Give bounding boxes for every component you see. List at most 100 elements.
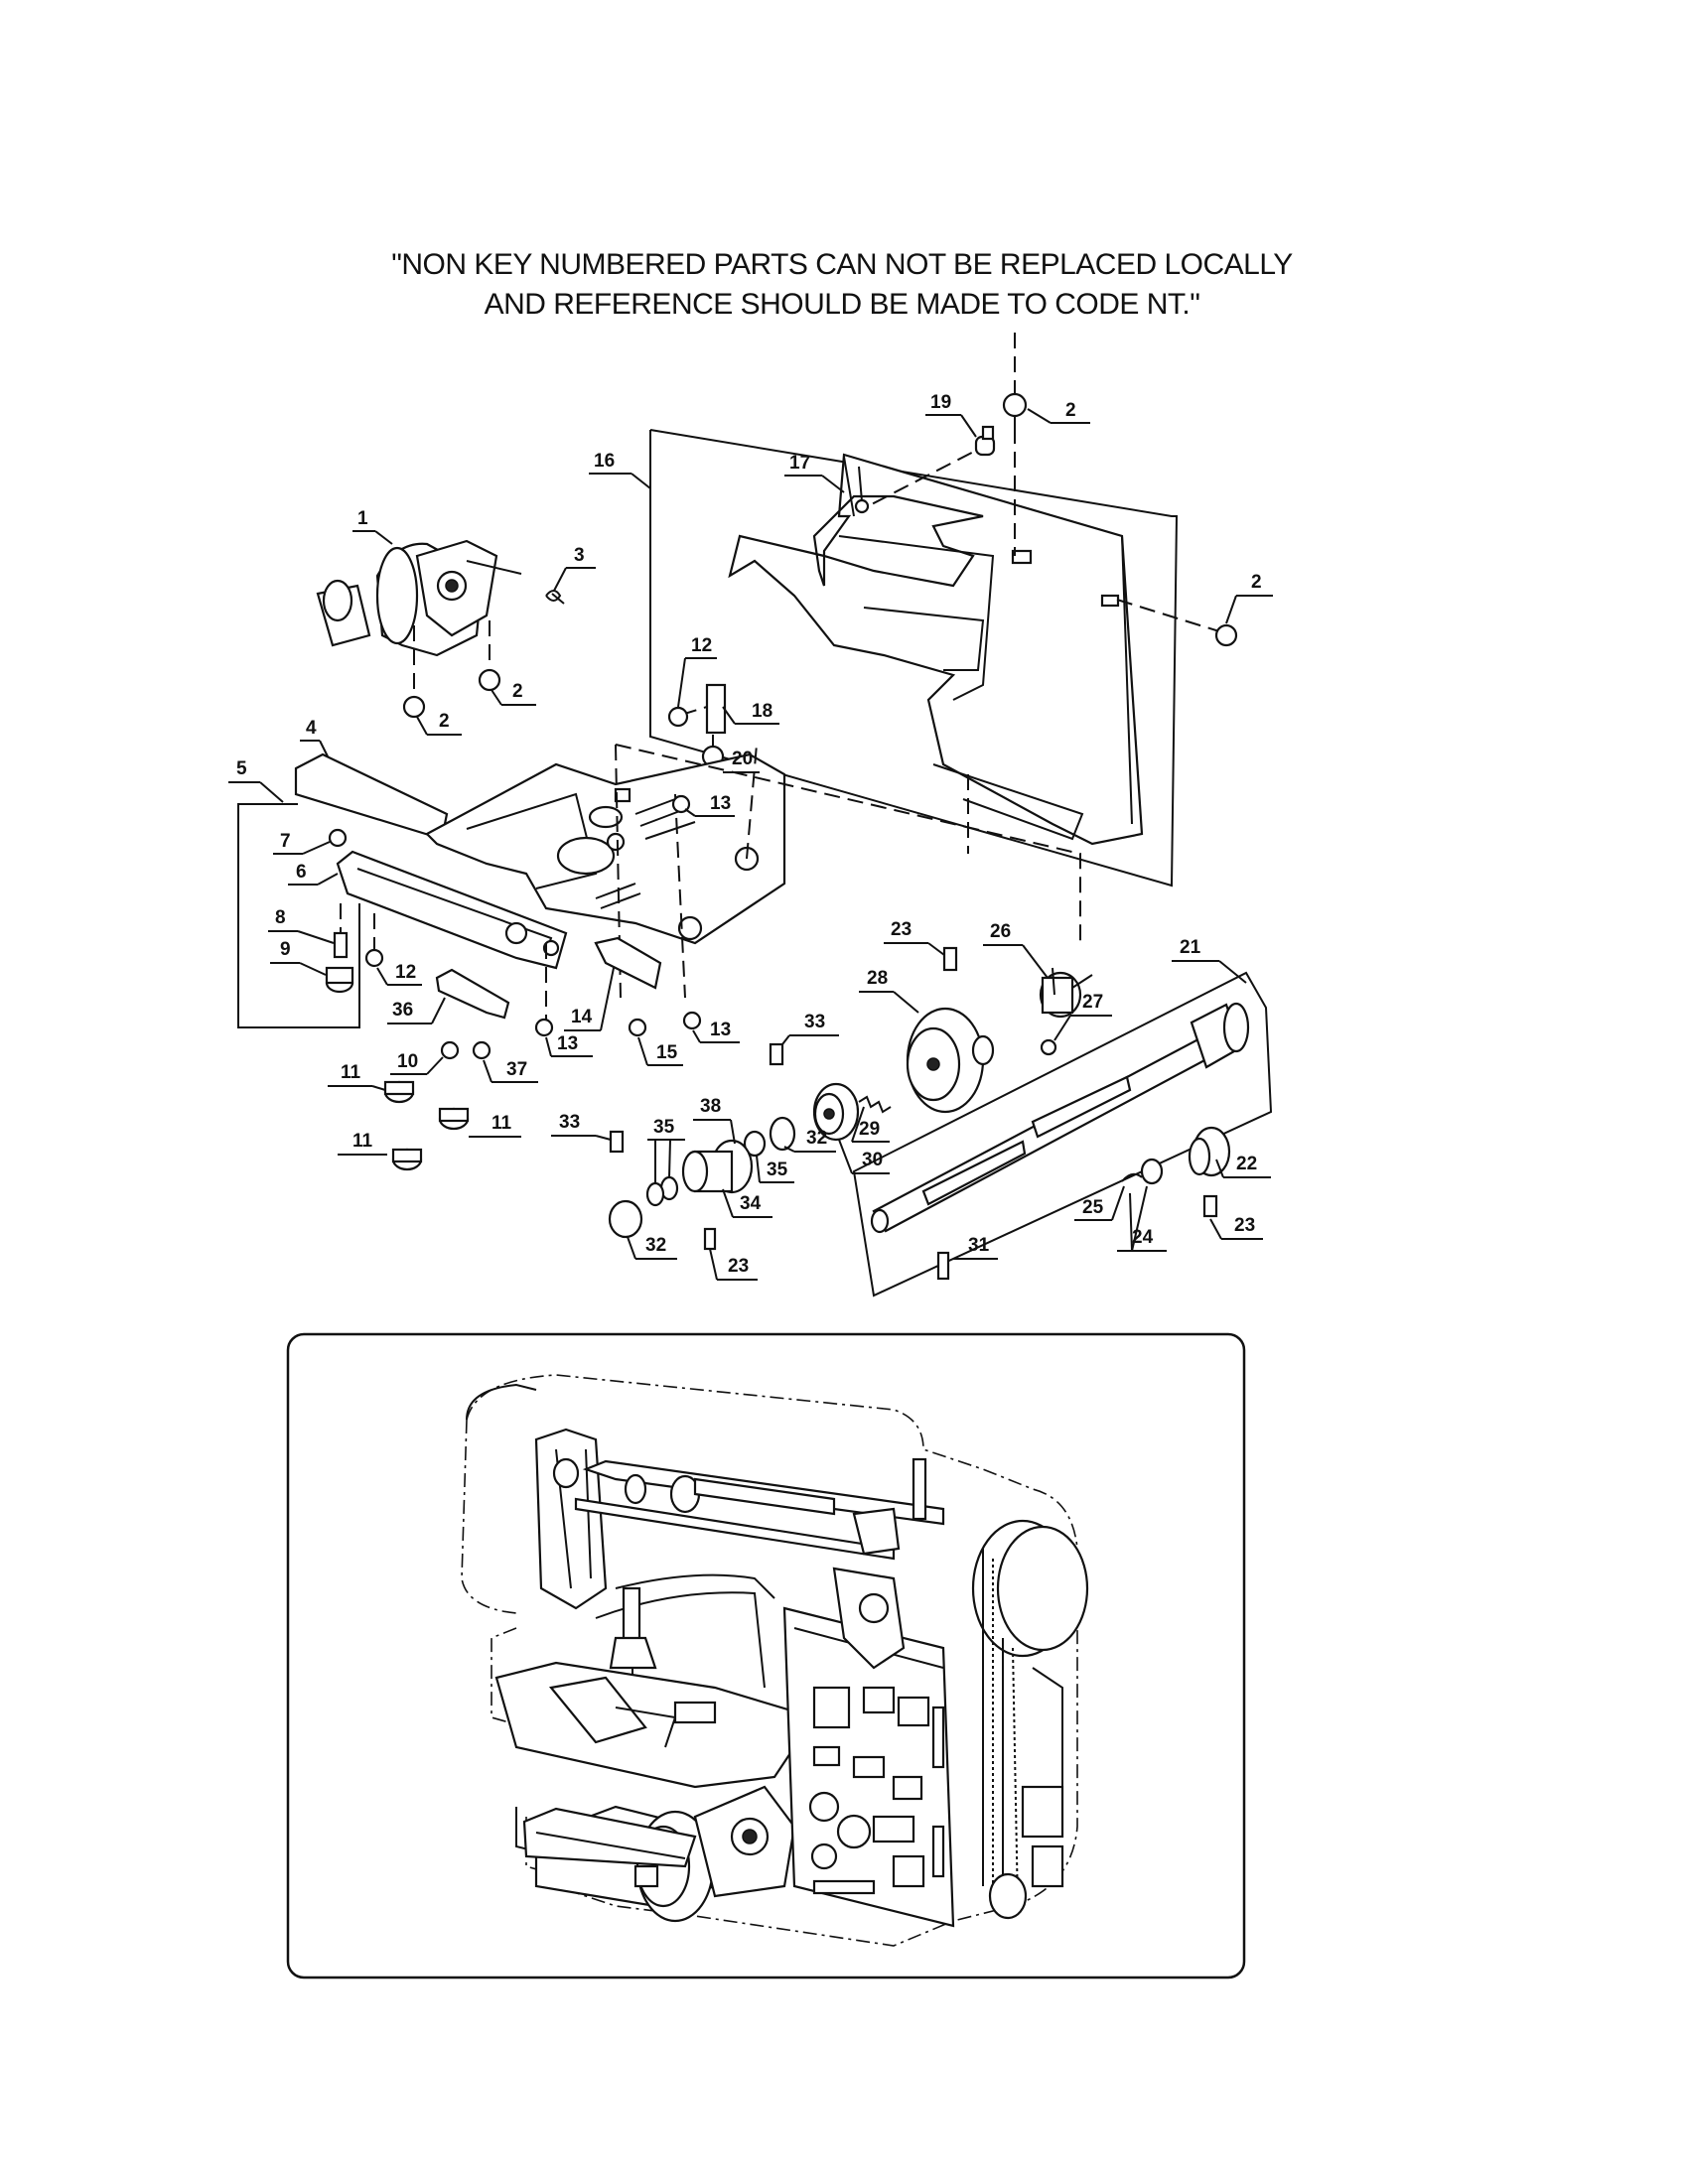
- callout-4: 4: [306, 718, 317, 739]
- screw-7: [328, 828, 348, 848]
- callout-22: 22: [1236, 1154, 1257, 1174]
- callout-20: 20: [732, 749, 753, 769]
- callout-17: 17: [789, 453, 810, 474]
- callout-21: 21: [1180, 937, 1201, 958]
- gear-34: [681, 1139, 754, 1194]
- callout-32-b: 32: [645, 1235, 666, 1256]
- screw-33-b: [609, 1130, 625, 1154]
- callout-13-b: 13: [557, 1033, 578, 1054]
- callout-labels: 19 2 16 17 1 3 2 2 2 12 18 20 4 5 13 7 6…: [228, 392, 1273, 1281]
- screw-13-a: [671, 794, 691, 814]
- pulley-28: [906, 1007, 995, 1114]
- callout-9: 9: [280, 939, 291, 960]
- spring-3: [545, 590, 565, 605]
- callout-15: 15: [656, 1042, 678, 1063]
- callout-10: 10: [397, 1051, 418, 1072]
- foot-11-a: [383, 1080, 415, 1104]
- washer-35-a: [743, 1130, 767, 1158]
- callout-12-base: 12: [395, 962, 416, 983]
- screw-13-c: [682, 1011, 702, 1030]
- callout-29: 29: [859, 1119, 880, 1140]
- callout-30: 30: [862, 1150, 883, 1170]
- motor-1: [316, 539, 522, 695]
- foot-9: [325, 966, 354, 994]
- washer-24: [1140, 1158, 1164, 1185]
- callout-23-low: 23: [728, 1256, 749, 1277]
- bushing-32-a: [769, 1116, 796, 1152]
- replacement-note-line-2: AND REFERENCE SHOULD BE MADE TO CODE NT.…: [484, 288, 1200, 321]
- callout-23-top: 23: [891, 919, 912, 940]
- callout-13-c: 13: [710, 1020, 731, 1040]
- callout-6: 6: [296, 862, 307, 883]
- callout-13-a: 13: [710, 793, 731, 814]
- callout-2-right: 2: [1251, 572, 1262, 593]
- callout-7: 7: [280, 831, 291, 852]
- screw-8: [333, 931, 349, 959]
- screw-2-motor-a: [478, 668, 501, 692]
- gear-26: [1039, 967, 1093, 1019]
- clip-25: [1121, 1172, 1143, 1182]
- callout-11-c: 11: [352, 1131, 373, 1152]
- callout-14: 14: [571, 1007, 593, 1027]
- screw-23-shaft: [1202, 1194, 1218, 1218]
- callout-32-a: 32: [806, 1128, 827, 1149]
- screw-37: [472, 1040, 491, 1060]
- bracket-18: [667, 683, 727, 768]
- callout-2-motor-b: 2: [439, 711, 450, 732]
- foot-11-c: [391, 1148, 423, 1171]
- callout-11-b: 11: [491, 1113, 512, 1134]
- callout-34: 34: [740, 1193, 762, 1214]
- screw-2-motor-b: [402, 695, 426, 719]
- screw-15: [628, 1018, 647, 1037]
- screw-12-base: [364, 948, 384, 968]
- callout-19: 19: [930, 392, 951, 413]
- callout-28: 28: [867, 968, 888, 989]
- callout-38: 38: [700, 1096, 721, 1117]
- callout-26: 26: [990, 921, 1011, 942]
- screw-23-low: [703, 1227, 717, 1251]
- plate-14: [594, 936, 662, 990]
- screw-19: [974, 425, 996, 457]
- bushing-32-b: [608, 1199, 643, 1239]
- callout-33-b: 33: [559, 1112, 580, 1133]
- callout-36: 36: [392, 1000, 413, 1021]
- callout-11-a: 11: [341, 1062, 361, 1083]
- screw-13-b: [534, 1018, 554, 1037]
- callout-12: 12: [691, 635, 712, 656]
- callout-18: 18: [752, 701, 772, 722]
- replacement-note-line-1: "NON KEY NUMBERED PARTS CAN NOT BE REPLA…: [391, 248, 1293, 281]
- screw-2-top: [1002, 392, 1028, 437]
- callout-2: 2: [1065, 400, 1076, 421]
- callout-37: 37: [506, 1059, 527, 1080]
- callout-33-a: 33: [804, 1012, 825, 1032]
- screw-10: [440, 1040, 460, 1060]
- callout-35-b: 35: [767, 1160, 788, 1180]
- screw-2-right: [1214, 623, 1238, 647]
- callout-16: 16: [594, 451, 615, 472]
- base-plate-assembly: [294, 752, 786, 970]
- screw-23-top: [942, 946, 958, 972]
- callout-5: 5: [236, 758, 247, 779]
- callout-25: 25: [1082, 1197, 1104, 1218]
- callout-27: 27: [1082, 992, 1103, 1013]
- foot-11-b: [438, 1107, 470, 1131]
- gear-30: [812, 1082, 860, 1142]
- screw-27: [1040, 1038, 1057, 1056]
- callout-1: 1: [357, 508, 368, 529]
- pin-17: [854, 466, 870, 514]
- main-shaft-assembly: [852, 971, 1273, 1297]
- callout-23-shaft: 23: [1234, 1215, 1255, 1236]
- callout-3: 3: [574, 545, 585, 566]
- sewing-machine-overview-illustration: [461, 1374, 1089, 1947]
- plate-36: [435, 968, 510, 1020]
- washers-35-b: [645, 1175, 679, 1207]
- gear-22: [1188, 1126, 1231, 1177]
- callout-24: 24: [1132, 1227, 1154, 1248]
- rear-cover-assembly: [649, 429, 1179, 887]
- spring-29: [858, 1095, 892, 1114]
- callout-31: 31: [968, 1235, 990, 1256]
- screw-33-a: [769, 1042, 784, 1066]
- pin-31: [936, 1251, 950, 1281]
- callout-2-motor-a: 2: [512, 681, 523, 702]
